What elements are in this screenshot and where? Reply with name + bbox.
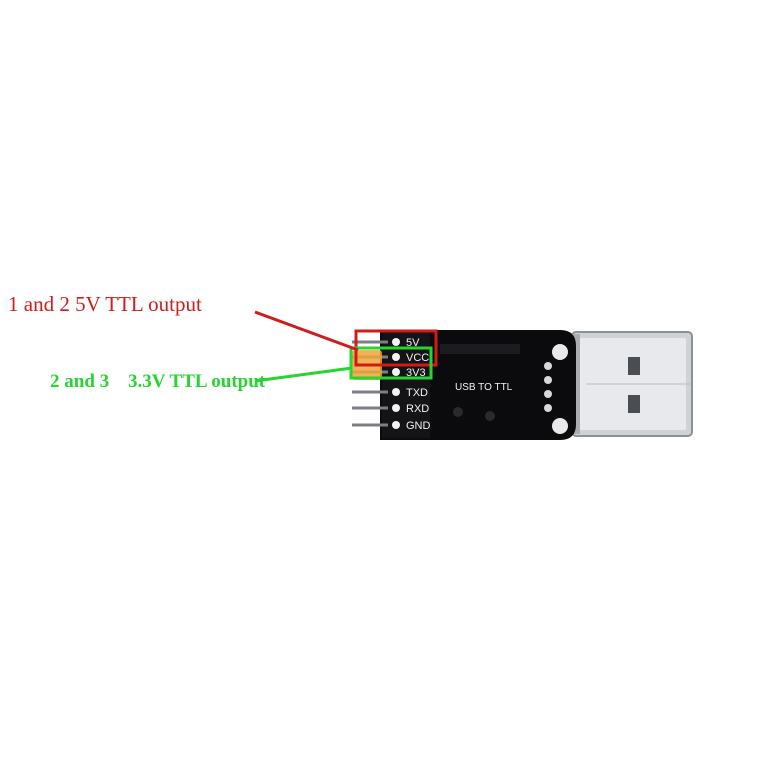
green-annotation-voltage: 3.3V TTL output [128, 371, 266, 392]
pcb-silkscreen-label: USB TO TTL [455, 382, 513, 393]
green-callout-line [254, 366, 353, 383]
mounting-pad-top [552, 344, 568, 360]
red-annotation-caption: 1 and 2 5V TTL output [8, 292, 202, 316]
red-callout-line [254, 310, 359, 352]
pcb-board: USB TO TTL [380, 330, 576, 440]
green-highlight-box [349, 346, 433, 380]
pin-label-vcc: VCC [406, 352, 429, 364]
mounting-pad-bottom [552, 418, 568, 434]
pin-label-rxd: RXD [406, 403, 429, 415]
pin-label-3v3: 3V3 [406, 367, 426, 379]
pin-labels: 5V VCC 3V3 TXD RXD GND [392, 337, 431, 432]
usb-plug-hole-top [628, 357, 640, 375]
green-annotation-pins: 2 and 3 [50, 371, 110, 392]
pin-label-gnd: GND [406, 420, 431, 432]
pin-label-txd: TXD [406, 387, 428, 399]
usb-plug-hole-bottom [628, 395, 640, 413]
usb-plug [571, 331, 693, 437]
pin-label-5v: 5V [406, 337, 420, 349]
